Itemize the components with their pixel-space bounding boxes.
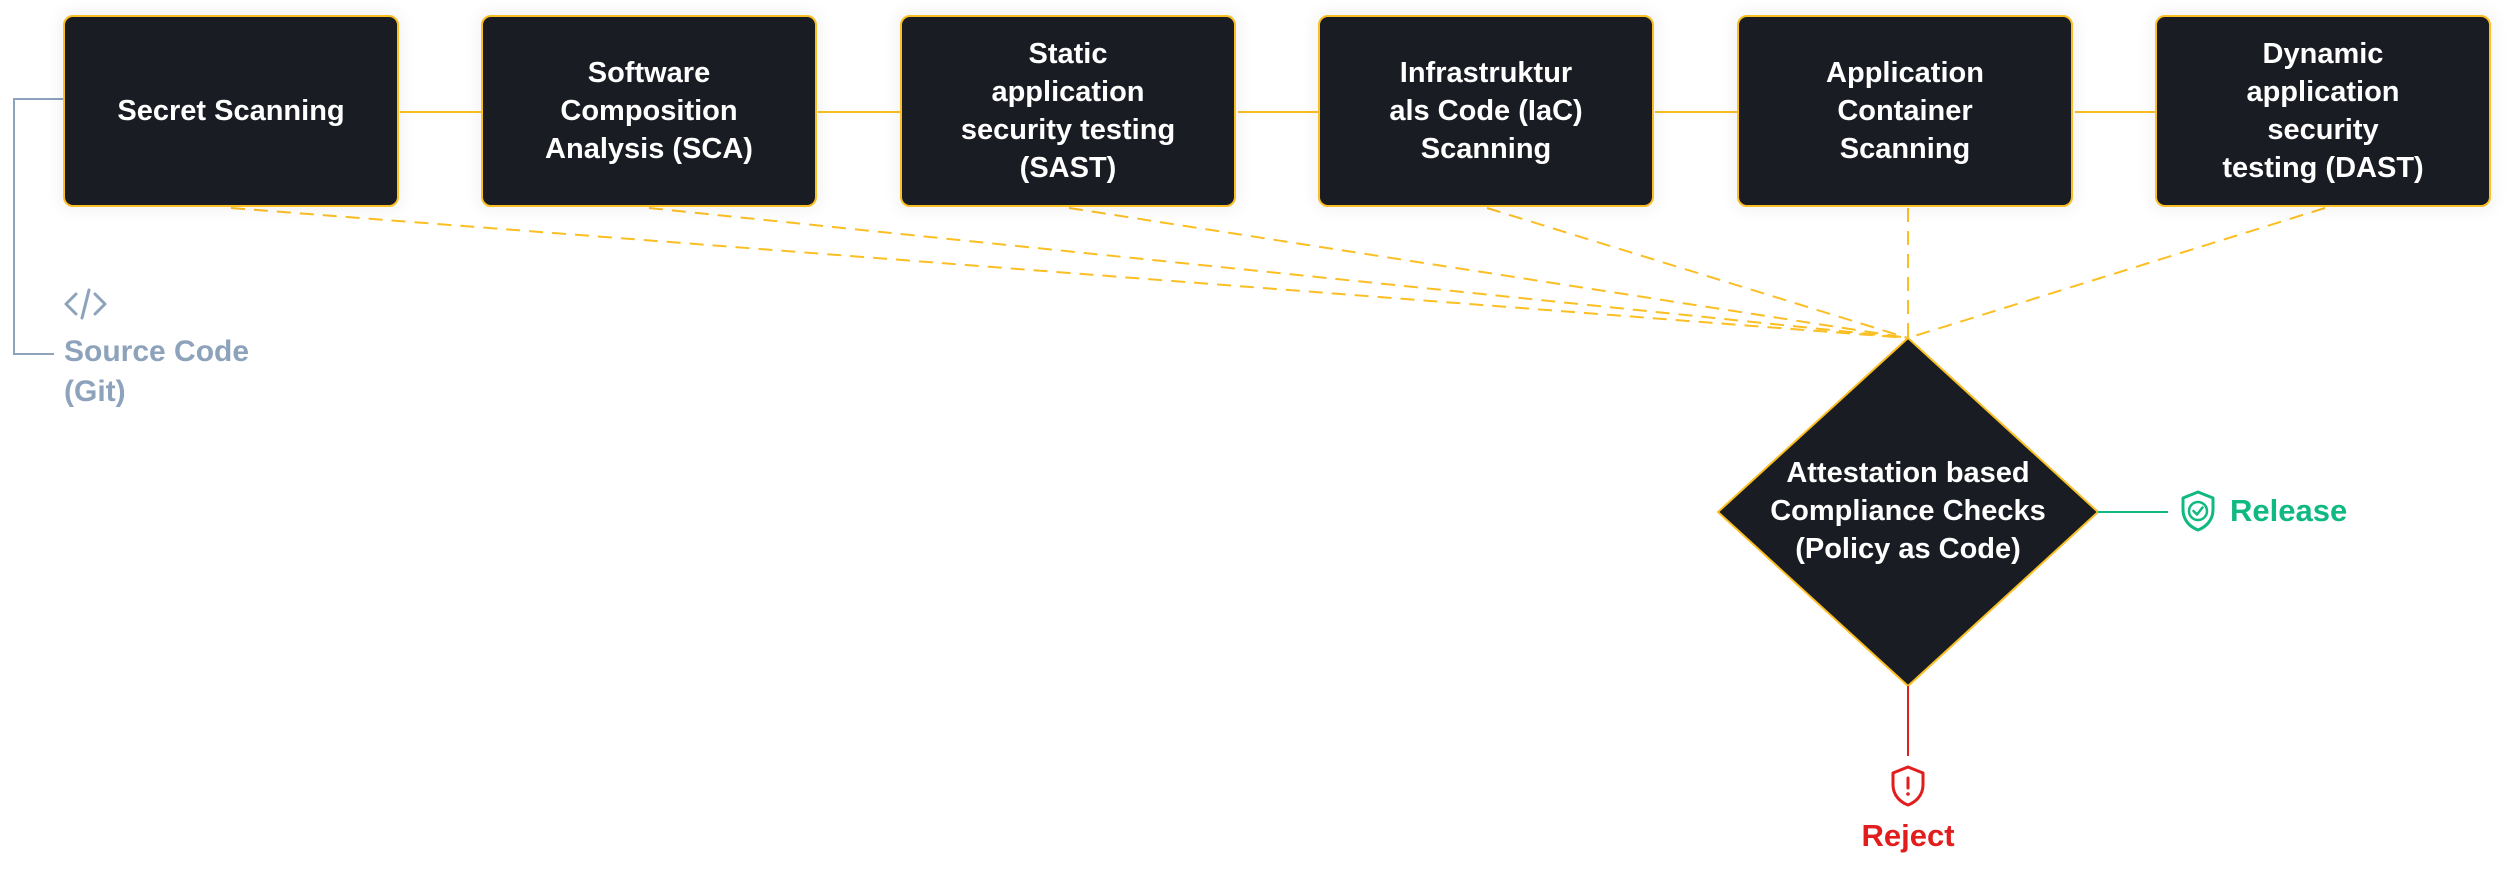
decision-label: Attestation based Compliance Checks (Pol… <box>1770 457 2046 565</box>
link-sast <box>1068 207 1909 339</box>
link-iac <box>1486 207 1909 339</box>
shield-check-icon <box>2181 490 2215 532</box>
reject-label: Reject <box>1861 818 1955 853</box>
code-icon <box>64 288 107 320</box>
attestation-links <box>230 207 2326 339</box>
stage-label: Static application security testing (SAS… <box>960 38 1176 184</box>
stage-label: Application Container Scanning <box>1826 57 1984 165</box>
release-outcome[interactable]: Release <box>2178 489 2347 533</box>
stage-sca[interactable]: Software Composition Analysis (SCA) <box>481 15 817 207</box>
stage-label: Dynamic application security testing (DA… <box>2222 38 2424 184</box>
release-label: Release <box>2230 493 2348 528</box>
stage-container-scanning[interactable]: Application Container Scanning <box>1737 15 2073 207</box>
link-sca <box>648 207 1909 339</box>
stage-sast[interactable]: Static application security testing (SAS… <box>900 15 1236 207</box>
link-dast <box>1907 207 2326 339</box>
stage-label: Infrastruktur als Code (IaC) Scanning <box>1389 57 1583 165</box>
shield-alert-icon <box>1891 765 1925 807</box>
stage-iac-scanning[interactable]: Infrastruktur als Code (IaC) Scanning <box>1318 15 1654 207</box>
stage-label: Software Composition Analysis (SCA) <box>545 57 753 165</box>
link-secret <box>230 207 1909 339</box>
stage-secret-scanning[interactable]: Secret Scanning <box>63 15 399 207</box>
stage-label: Secret Scanning <box>117 95 345 127</box>
reject-outcome[interactable]: Reject <box>1858 764 1958 854</box>
source-connector <box>13 98 63 355</box>
source-code-label: Source Code (Git) <box>64 335 250 408</box>
stage-dast[interactable]: Dynamic application security testing (DA… <box>2155 15 2491 207</box>
